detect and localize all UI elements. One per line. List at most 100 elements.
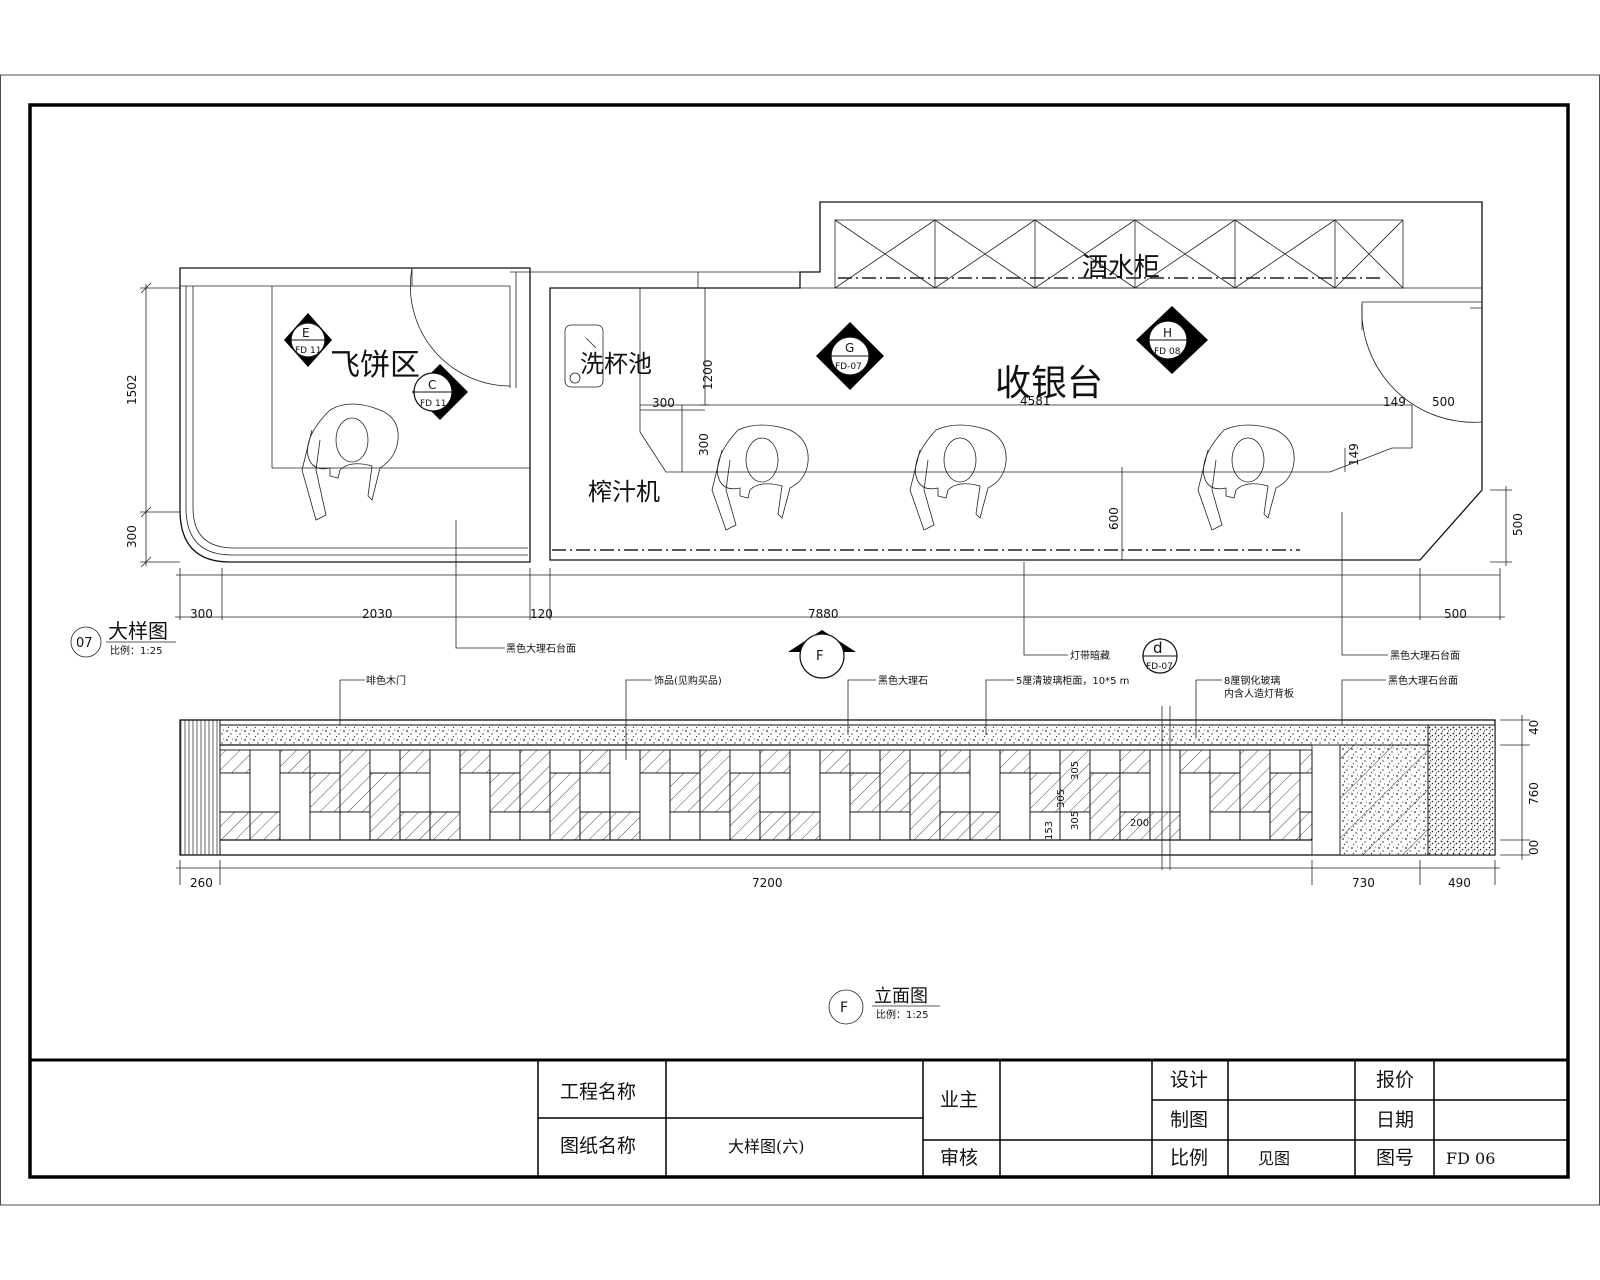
tile — [1299, 749, 1313, 774]
elevation-note-5b: 内含人造灯背板 — [1224, 687, 1294, 700]
tile — [519, 749, 551, 813]
tile — [399, 772, 431, 813]
tile — [369, 749, 401, 774]
drawing-no-label: 图号 — [1376, 1147, 1414, 1169]
elevation-title: F 立面图 比例：1:25 — [828, 986, 940, 1025]
tile — [399, 749, 431, 774]
svg-text:600: 600 — [1107, 507, 1121, 530]
tile — [1209, 772, 1241, 813]
tile — [1149, 811, 1181, 841]
tile — [639, 772, 671, 841]
tile — [339, 811, 371, 841]
scale-label: 比例 — [1170, 1147, 1208, 1169]
drawing-name-label: 图纸名称 — [560, 1135, 636, 1157]
tile — [309, 772, 341, 813]
tile — [609, 749, 641, 813]
plan-view: 飞饼区 洗杯池 收银台 酒水柜 榨汁机 E FD 11 C FD 11 G FD… — [70, 201, 1525, 679]
svg-text:300: 300 — [125, 525, 139, 548]
tile — [789, 811, 821, 841]
tile — [759, 749, 791, 774]
tile — [1179, 749, 1211, 774]
cashier-label: 收银台 — [995, 363, 1103, 404]
door-strip — [179, 719, 221, 856]
tile — [579, 749, 611, 774]
svg-text:305: 305 — [1056, 789, 1067, 808]
section-marker-d: d FD-07 — [1142, 638, 1178, 674]
elevation-note-6: 黑色大理石台面 — [1388, 674, 1458, 687]
owner-label: 业主 — [940, 1089, 978, 1111]
tile — [1269, 772, 1301, 841]
svg-text:H: H — [1163, 326, 1172, 340]
svg-text:比例：1:25: 比例：1:25 — [876, 1008, 928, 1021]
tile — [639, 749, 671, 774]
tile — [399, 811, 431, 841]
tile — [699, 811, 731, 841]
svg-text:G: G — [845, 341, 854, 355]
elevation-note-2: 饰品(见购买品) — [654, 674, 722, 687]
tile — [849, 749, 881, 774]
svg-text:300: 300 — [190, 607, 213, 621]
svg-text:200: 200 — [1130, 818, 1149, 829]
right-door-frame — [1362, 301, 1483, 309]
person-figure-2 — [711, 424, 809, 531]
tile — [909, 749, 941, 774]
tile — [969, 749, 1001, 813]
counter-edge-1 — [185, 286, 528, 556]
plan-dimension-lines — [140, 282, 1512, 620]
svg-text:d: d — [1153, 639, 1163, 657]
project-name-label: 工程名称 — [560, 1081, 636, 1103]
tile — [219, 749, 251, 774]
elevation-note-5: 8厘钢化玻璃 — [1224, 674, 1280, 687]
plan-note-1: 黑色大理石台面 — [506, 642, 576, 655]
tile — [669, 811, 701, 841]
svg-text:立面图: 立面图 — [874, 986, 928, 1007]
tile — [1239, 811, 1271, 841]
svg-text:F: F — [840, 1000, 848, 1016]
svg-text:760: 760 — [1527, 782, 1541, 805]
tile — [219, 811, 251, 841]
tile — [1179, 772, 1211, 841]
svg-text:FD 08: FD 08 — [1154, 347, 1181, 357]
bing-zone-outline — [179, 267, 531, 563]
tile — [549, 772, 581, 841]
tile-grid — [219, 749, 1313, 841]
tile — [1059, 811, 1091, 841]
inner-border — [28, 103, 1570, 1179]
tile — [1119, 749, 1151, 774]
door-swing-left — [409, 267, 511, 387]
tile — [429, 811, 461, 841]
tile — [999, 749, 1031, 774]
tile — [819, 749, 851, 774]
svg-text:FD-07: FD-07 — [835, 362, 862, 372]
svg-text:490: 490 — [1448, 876, 1471, 890]
counter-top — [639, 404, 1413, 473]
svg-text:4581: 4581 — [1020, 394, 1051, 408]
svg-text:7880: 7880 — [808, 607, 839, 621]
tile — [1149, 749, 1181, 813]
wine-cabinet-crosses — [834, 219, 1404, 289]
tile — [849, 811, 881, 841]
tile — [669, 749, 701, 774]
tile — [1059, 749, 1091, 813]
person-figure-4 — [1197, 424, 1295, 531]
bing-zone-label: 飞饼区 — [330, 348, 420, 383]
tile — [1269, 749, 1301, 774]
tile — [459, 749, 491, 774]
svg-text:大样图: 大样图 — [108, 619, 168, 643]
section-marker-f: F — [788, 630, 856, 679]
juicer-label: 榨汁机 — [588, 478, 660, 506]
leader-plan-2 — [1023, 562, 1068, 656]
marker-c: C FD 11 — [412, 364, 468, 420]
drawing-name-value: 大样图(六) — [728, 1137, 805, 1156]
review-label: 审核 — [940, 1147, 978, 1169]
svg-text:07: 07 — [76, 636, 93, 651]
svg-text:120: 120 — [530, 607, 553, 621]
glass-edge-panel — [1311, 744, 1341, 856]
plan-note-3: 黑色大理石台面 — [1390, 649, 1460, 662]
tile — [879, 749, 911, 813]
svg-text:500: 500 — [1432, 395, 1455, 409]
tile — [219, 772, 251, 813]
tile — [339, 749, 371, 813]
svg-text:1200: 1200 — [701, 359, 715, 390]
leader-plan-1 — [455, 520, 505, 649]
